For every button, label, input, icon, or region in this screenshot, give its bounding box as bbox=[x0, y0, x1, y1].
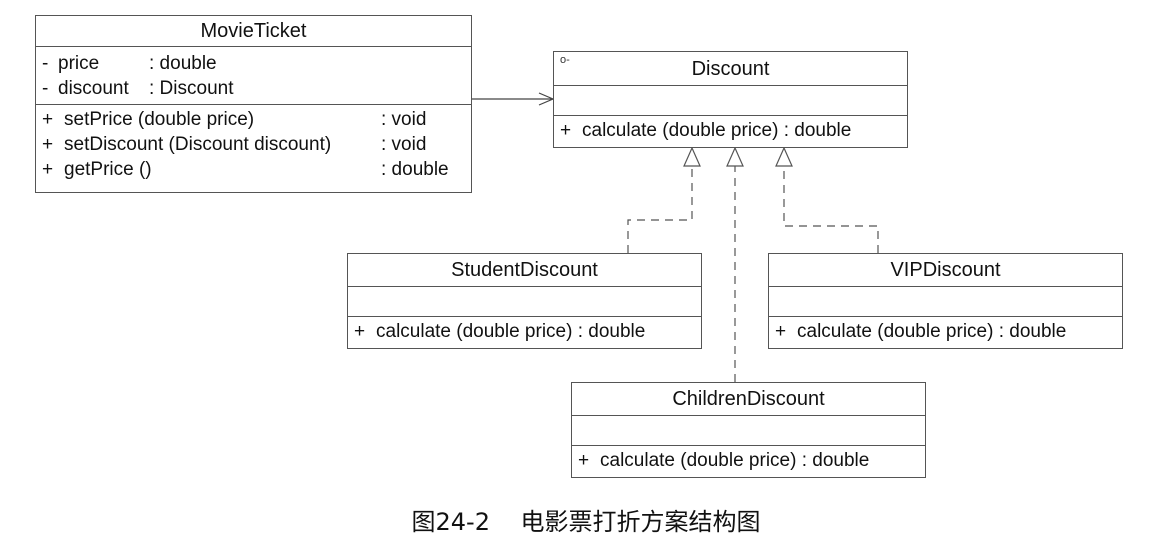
realization-line-vip bbox=[783, 166, 879, 253]
class-name: StudentDiscount bbox=[348, 254, 701, 287]
attributes-compartment bbox=[554, 86, 907, 116]
operations-compartment: +calculate (double price) : double bbox=[572, 446, 925, 473]
realization-arrowhead-vip bbox=[775, 146, 793, 167]
attributes-compartment bbox=[572, 416, 925, 446]
attributes-compartment: -price: double -discount: Discount bbox=[36, 47, 471, 105]
class-name: MovieTicket bbox=[36, 16, 471, 47]
class-student-discount[interactable]: StudentDiscount +calculate (double price… bbox=[347, 253, 702, 349]
operation-row: +calculate (double price) : double bbox=[578, 450, 870, 471]
figure-caption: 图24-2 电影票打折方案结构图 bbox=[411, 508, 761, 536]
operation-row: +calculate (double price) : double bbox=[560, 120, 852, 141]
realization-line-student bbox=[627, 166, 693, 253]
class-discount[interactable]: o- Discount +calculate (double price) : … bbox=[553, 51, 908, 148]
operations-compartment: +calculate (double price) : double bbox=[769, 317, 1122, 344]
realization-arrowhead-student bbox=[683, 146, 701, 167]
class-name-row: o- Discount bbox=[554, 52, 907, 86]
interface-icon: o- bbox=[560, 54, 570, 66]
attributes-compartment bbox=[348, 287, 701, 317]
class-children-discount[interactable]: ChildrenDiscount +calculate (double pric… bbox=[571, 382, 926, 478]
operations-compartment: +calculate (double price) : double bbox=[348, 317, 701, 344]
operation-row: +setPrice (double price): void bbox=[42, 109, 427, 130]
attribute-row: -price: double bbox=[42, 53, 217, 74]
class-movie-ticket[interactable]: MovieTicket -price: double -discount: Di… bbox=[35, 15, 472, 193]
operations-compartment: +setPrice (double price): void +setDisco… bbox=[36, 105, 471, 182]
operation-row: +calculate (double price) : double bbox=[775, 321, 1067, 342]
attributes-compartment bbox=[769, 287, 1122, 317]
operation-row: +getPrice (): double bbox=[42, 159, 449, 180]
operation-row: +setDiscount (Discount discount): void bbox=[42, 134, 427, 155]
realization-arrowhead-children bbox=[726, 146, 744, 167]
attribute-row: -discount: Discount bbox=[42, 78, 234, 99]
class-name: VIPDiscount bbox=[769, 254, 1122, 287]
class-name: Discount bbox=[691, 58, 770, 80]
operation-row: +calculate (double price) : double bbox=[354, 321, 646, 342]
operations-compartment: +calculate (double price) : double bbox=[554, 116, 907, 143]
class-vip-discount[interactable]: VIPDiscount +calculate (double price) : … bbox=[768, 253, 1123, 349]
class-name: ChildrenDiscount bbox=[572, 383, 925, 416]
